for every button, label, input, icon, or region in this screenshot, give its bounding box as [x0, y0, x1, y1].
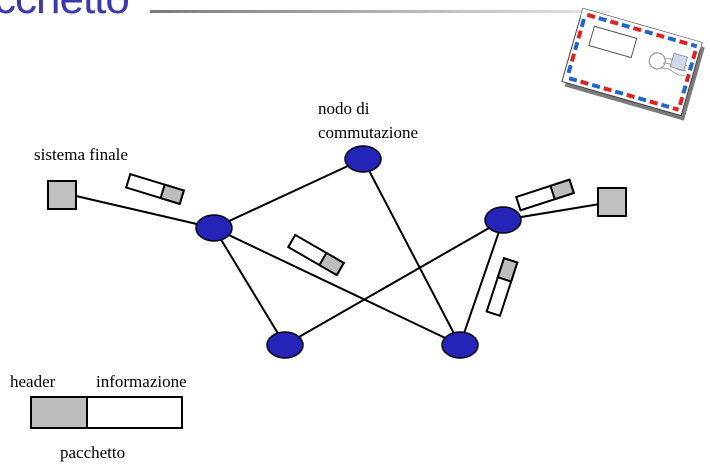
end-system-label: sistema finale [34, 145, 128, 164]
link-n5-n4 [459, 219, 504, 346]
link-n1-n3 [213, 227, 286, 346]
legend-header-label: header [10, 372, 56, 391]
end-system-right [597, 187, 627, 217]
packet-4 [485, 256, 519, 318]
links [75, 158, 613, 346]
end-system-left [47, 180, 77, 210]
link-n2-n4 [362, 158, 461, 346]
switch-node-3 [266, 331, 304, 359]
packet-1 [124, 172, 186, 206]
legend-packet [30, 396, 183, 429]
switch-node-1 [195, 214, 233, 242]
link-n1-n4 [213, 227, 461, 346]
link-endsystem-left-n1 [75, 195, 215, 229]
envelope-icon [561, 7, 705, 121]
switch-node-5 [484, 206, 522, 234]
link-n1-n2 [213, 158, 364, 229]
switch-node-label-line1: nodo di [318, 99, 370, 118]
packet-3 [514, 178, 576, 212]
switch-node-2 [344, 145, 382, 173]
switch-node-4 [441, 331, 479, 359]
legend-packet-label: pacchetto [60, 443, 125, 462]
packet-2 [286, 233, 346, 277]
legend-info-label: informazione [96, 372, 187, 391]
slide-title: cchetto [0, 0, 130, 24]
link-n3-n5 [284, 219, 504, 346]
switch-node-label-line2: commutazione [318, 123, 418, 142]
title-rule [150, 10, 610, 13]
